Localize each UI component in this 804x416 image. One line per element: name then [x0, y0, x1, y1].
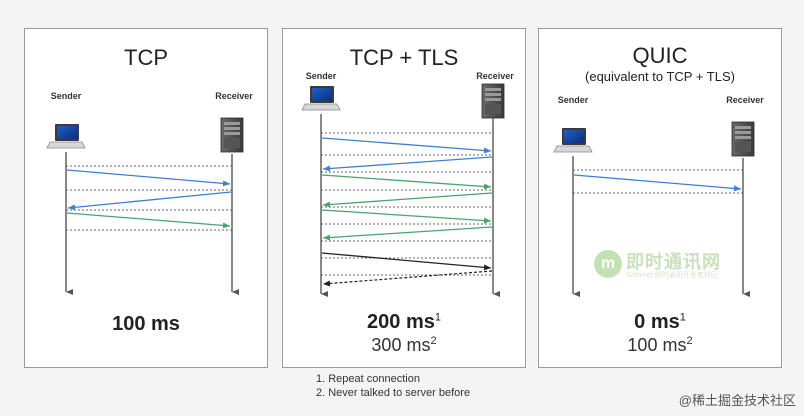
- panel-title: TCP: [124, 45, 168, 70]
- timing-main: 100 ms: [112, 313, 180, 335]
- quic-panel: QUIC (equivalent to TCP + TLS) Sender Re…: [538, 28, 782, 368]
- sender-label: Sender: [557, 95, 589, 105]
- watermark-logo: m 即时通讯网 52im.net 即时通讯开发者社区: [594, 246, 744, 282]
- watermark-badge-icon: m: [594, 250, 622, 278]
- footnote-2: 2. Never talked to server before: [316, 387, 471, 399]
- footnotes: 1. Repeat connection 2. Never talked to …: [316, 372, 470, 400]
- panel-subtitle: (equivalent to TCP + TLS): [585, 69, 735, 84]
- watermark-name: 即时通讯网: [626, 252, 721, 272]
- receiver-label: Receiver: [726, 95, 764, 105]
- panel-title: QUIC: [632, 43, 688, 68]
- watermark-tagline: 52im.net 即时通讯开发者社区: [626, 272, 718, 279]
- timing-secondary: 100 ms2: [627, 335, 693, 355]
- timing-main: 200 ms1: [367, 311, 441, 333]
- sender-label: Sender: [305, 71, 337, 81]
- timing-secondary: 300 ms2: [371, 335, 437, 355]
- receiver-label: Receiver: [476, 71, 514, 81]
- receiver-label: Receiver: [215, 91, 253, 101]
- timing-main: 0 ms1: [634, 311, 686, 333]
- footnote-1: 1. Repeat connection: [316, 373, 420, 385]
- panel-title: TCP + TLS: [349, 45, 459, 70]
- credit-text: @稀土掘金技术社区: [678, 393, 796, 408]
- tcp-panel: TCP Sender Receiver 100 ms: [24, 28, 268, 368]
- sender-label: Sender: [50, 91, 82, 101]
- tcp-tls-panel: TCP + TLS Sender Receiver 200 ms1 300 ms…: [282, 28, 526, 368]
